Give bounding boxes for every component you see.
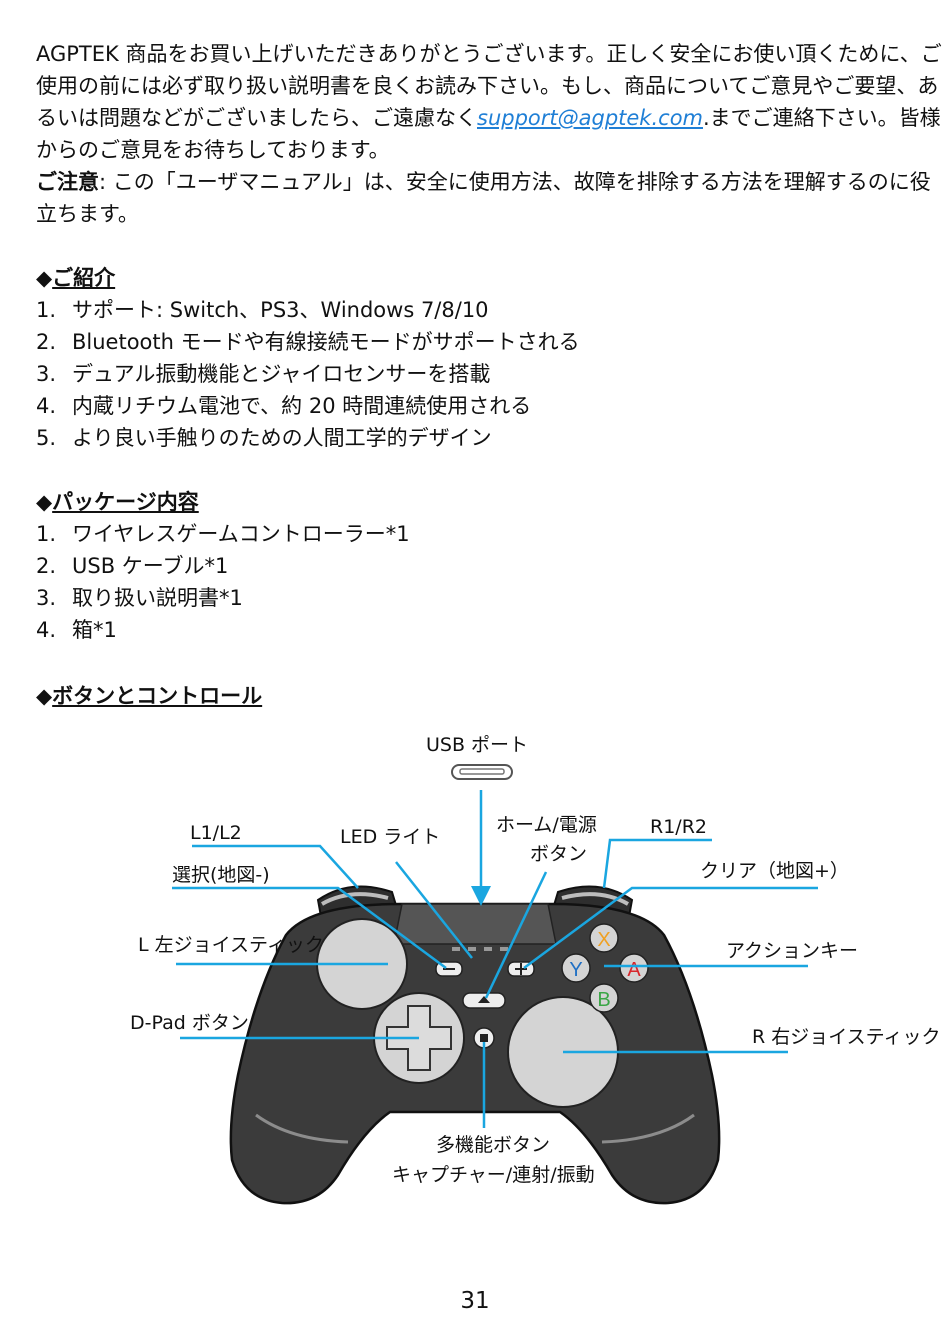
home-power-label-line1: ホーム/電源 (496, 814, 597, 836)
intro-feature-list: 1.サポート: Switch、PS3、Windows 7/8/10 2.Blue… (36, 294, 580, 454)
a-button (619, 953, 649, 983)
section-heading-buttons: ◆ボタンとコントロール (36, 680, 262, 712)
page-number: 31 (460, 1288, 490, 1314)
intro-text-end: .までご連絡下さい。皆様からのご意見をお待ちしております。 (36, 106, 941, 162)
x-label: X (597, 929, 610, 951)
led-label: LED ライト (340, 826, 441, 848)
list-item: 2.Bluetooth モードや有線接続モードがサポートされる (36, 330, 580, 354)
package-contents-list: 1.ワイヤレスゲームコントローラー*1 2.USB ケーブル*1 3.取り扱い説… (36, 518, 410, 646)
r1r2-label: R1/R2 (650, 816, 707, 838)
callout-lines (172, 790, 818, 1128)
list-item: 4.内蔵リチウム電池で、約 20 時間連続使用される (36, 394, 532, 418)
y-button (561, 953, 591, 983)
x-button (589, 923, 619, 953)
usb-port-icon (451, 764, 513, 780)
list-item: 3.取り扱い説明書*1 (36, 586, 243, 610)
section-heading-intro: ◆ご紹介 (36, 262, 115, 294)
notice-text: : この「ユーザマニュアル」は、安全に使用方法、故障を排除する方法を理解するのに… (36, 170, 931, 226)
clear-label: クリア（地図+） (700, 860, 849, 882)
support-email-link[interactable]: support@agptek.com (477, 106, 703, 130)
diamond-marker-icon: ◆ (36, 684, 53, 708)
section-title: パッケージ内容 (52, 490, 199, 514)
list-item: 5.より良い手触りのための人間工学的デザイン (36, 426, 492, 450)
section-title: ご紹介 (52, 266, 116, 290)
home-power-label-line2: ボタン (530, 843, 588, 865)
diamond-marker-icon: ◆ (36, 266, 53, 290)
list-item: 4.箱*1 (36, 618, 117, 642)
multi-function-label-line2: キャプチャー/連射/振動 (392, 1164, 595, 1186)
b-label: B (597, 989, 610, 1011)
right-joystick-label: R 右ジョイスティック (752, 1026, 941, 1048)
list-item: 2.USB ケーブル*1 (36, 554, 229, 578)
usb-port-label: USB ポート (426, 734, 529, 756)
list-item: 1.サポート: Switch、PS3、Windows 7/8/10 (36, 298, 489, 322)
diamond-marker-icon: ◆ (36, 490, 53, 514)
intro-text: AGPTEK 商品をお買い上げいただきありがとうございます。正しく安全にお使い頂… (36, 42, 942, 130)
list-item: 3.デュアル振動機能とジャイロセンサーを搭載 (36, 362, 491, 386)
notice-paragraph: ご注意: この「ユーザマニュアル」は、安全に使用方法、故障を排除する方法を理解す… (36, 166, 948, 230)
multi-function-label-line1: 多機能ボタン (436, 1134, 551, 1156)
select-label: 選択(地図-) (172, 864, 270, 886)
section-title: ボタンとコントロール (52, 684, 263, 708)
left-joystick-label: L 左ジョイスティック (138, 934, 324, 956)
section-heading-package: ◆パッケージ内容 (36, 486, 199, 518)
notice-label: ご注意 (36, 170, 99, 194)
list-item: 1.ワイヤレスゲームコントローラー*1 (36, 522, 410, 546)
y-label: Y (569, 959, 582, 981)
l1l2-label: L1/L2 (190, 822, 242, 844)
action-keys-label: アクションキー (726, 940, 859, 962)
dpad-label: D-Pad ボタン (130, 1012, 249, 1034)
intro-paragraph: AGPTEK 商品をお買い上げいただきありがとうございます。正しく安全にお使い頂… (36, 38, 948, 166)
a-label: A (627, 959, 641, 981)
controller-diagram: X Y A B (172, 764, 818, 1205)
b-button (589, 983, 619, 1013)
